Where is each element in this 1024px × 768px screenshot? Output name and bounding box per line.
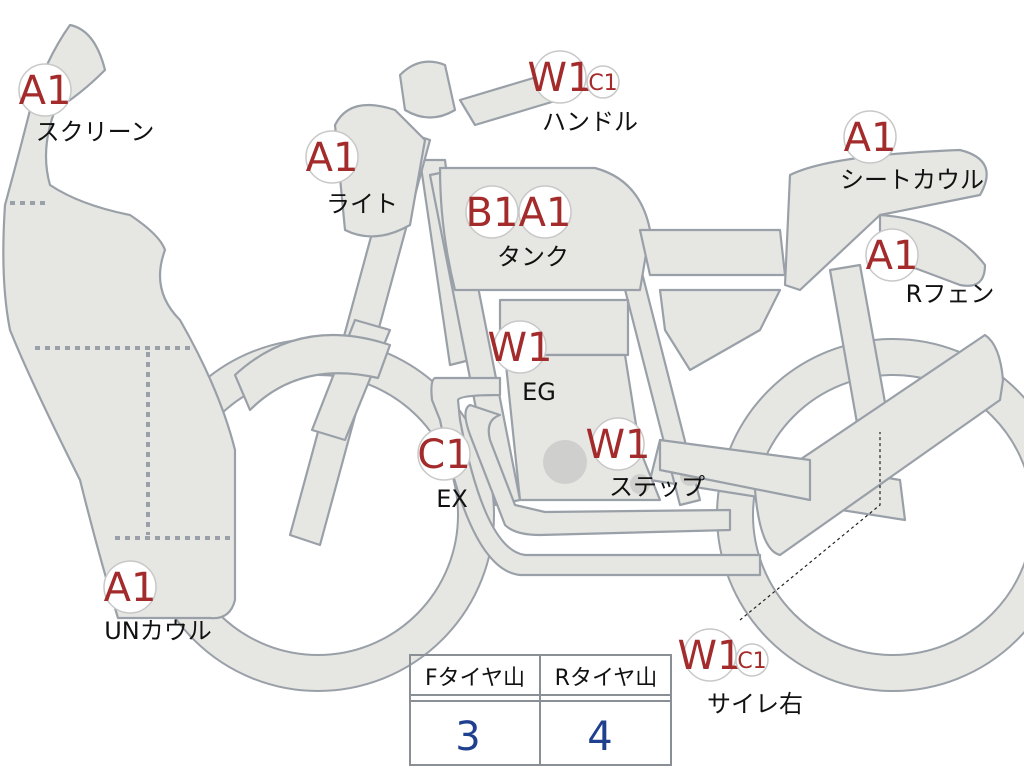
part-name: タンク (497, 243, 569, 271)
code-badge (591, 417, 645, 471)
code-badge (103, 560, 157, 614)
damage-code: C1 (737, 649, 766, 674)
tire-tread-table: Fタイヤ山 Rタイヤ山 3 4 (409, 654, 672, 766)
code-badge (586, 65, 620, 99)
label-light: A1 ライト (305, 130, 398, 218)
part-name: EX (436, 485, 468, 513)
part-name: UNカウル (104, 617, 212, 645)
damage-code: W1 (678, 633, 743, 679)
code-badge (533, 50, 587, 104)
exhaust-pipe-inner (464, 403, 732, 537)
front-fender (233, 333, 392, 412)
label-seat-cowl: A1 シートカウル (840, 110, 984, 194)
exhaust-pipe (430, 376, 762, 577)
damage-code: W1 (528, 55, 593, 101)
code-badge (305, 130, 359, 184)
rear-tire-tread-value: 4 (587, 714, 612, 760)
side-cover (658, 288, 782, 372)
part-name: サイレ右 (707, 690, 803, 718)
muffler (753, 333, 1005, 557)
damage-code: A1 (844, 115, 897, 161)
front-tire-tread-value: 3 (455, 714, 480, 760)
engine-cover (543, 440, 587, 484)
chain-guard (658, 438, 812, 502)
code-badge (417, 427, 471, 481)
code-badge (683, 628, 737, 682)
damage-code: A1 (306, 135, 359, 181)
part-name: Rフェン (906, 280, 995, 308)
part-name: EG (522, 378, 556, 406)
mirror (398, 60, 457, 119)
damage-code: A1 (866, 233, 919, 279)
damage-code: W1 (586, 422, 651, 468)
code-badge (465, 185, 519, 239)
code-badge (865, 228, 919, 282)
part-name: ハンドル (542, 108, 638, 136)
damage-code: W1 (488, 325, 553, 371)
code-badge (518, 185, 572, 239)
label-screen: A1 スクリーン (18, 63, 155, 146)
silencer-leader-line (739, 432, 881, 621)
fairing (2, 23, 237, 620)
seat (638, 228, 787, 277)
code-badge (735, 643, 769, 677)
seat-cowl (783, 148, 988, 292)
part-name: シートカウル (840, 166, 984, 194)
code-badge (843, 110, 897, 164)
damage-code: C1 (417, 432, 470, 478)
damage-code: A1 (104, 565, 157, 611)
rear-wheel (717, 339, 1024, 691)
label-step: W1 ステップ (586, 417, 705, 501)
code-badge (493, 320, 547, 374)
part-name: ステップ (609, 473, 705, 501)
damage-code: C1 (588, 71, 617, 96)
rear-tire-tread-header: Rタイヤ山 (555, 666, 658, 691)
damage-code: A1 (519, 190, 572, 236)
code-badge (18, 63, 72, 117)
front-tire-tread-header: Fタイヤ山 (425, 666, 525, 691)
damage-code: B1 (466, 190, 519, 236)
headlight (333, 103, 427, 238)
part-name: ライト (326, 190, 398, 218)
damage-code: A1 (19, 68, 72, 114)
part-name: スクリーン (36, 118, 155, 146)
